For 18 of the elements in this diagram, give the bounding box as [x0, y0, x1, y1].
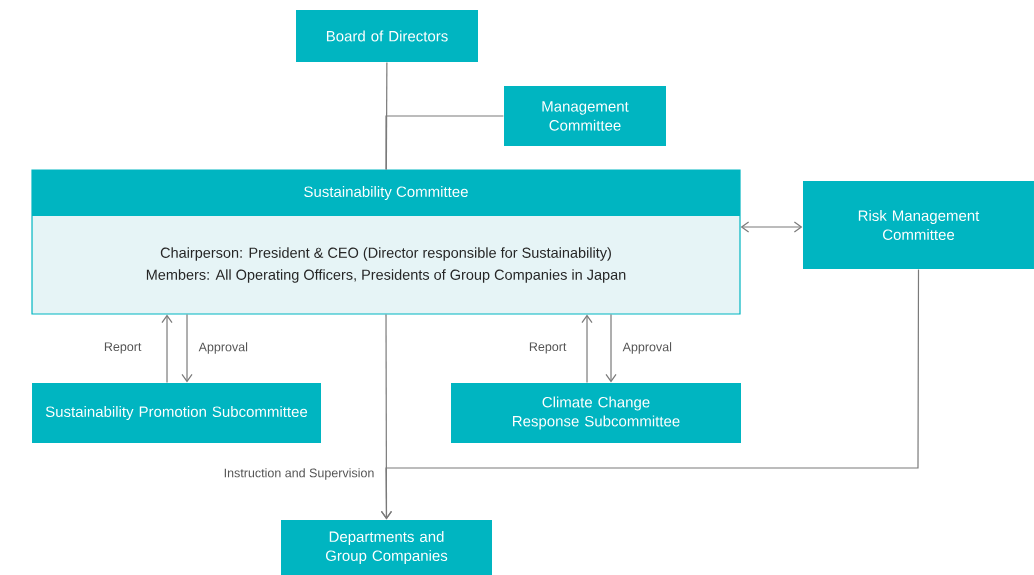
edge-label: Report — [527, 341, 568, 355]
connector-arrow — [181, 314, 193, 383]
edge-label: Approval — [621, 341, 673, 355]
connector-arrow — [605, 314, 617, 383]
connector-arrow — [161, 314, 173, 383]
committee-box: Sustainability Promotion Subcommittee — [32, 383, 321, 443]
committee-box: Risk Management Committee — [803, 181, 1034, 269]
edge-label: Instruction and Supervision — [222, 467, 376, 481]
connector-arrow — [740, 221, 803, 233]
edge-label: Report — [102, 341, 143, 355]
edge-label: Approval — [197, 341, 249, 355]
committee-box: Board of Directors — [296, 10, 478, 62]
committee-box: Climate Change Response Subcommittee — [451, 383, 741, 443]
committee-box: Sustainability Committee Chairperson: President & CEO (Director responsible for Sustainability) Members: All Operating Officers, Presidents of Group Companies in Japan — [31, 169, 741, 315]
committee-box: Departments and Group Companies — [281, 520, 492, 575]
connector-arrow — [581, 314, 593, 383]
connector-arrow — [380, 269, 920, 520]
committee-box: Management Committee — [504, 86, 666, 146]
